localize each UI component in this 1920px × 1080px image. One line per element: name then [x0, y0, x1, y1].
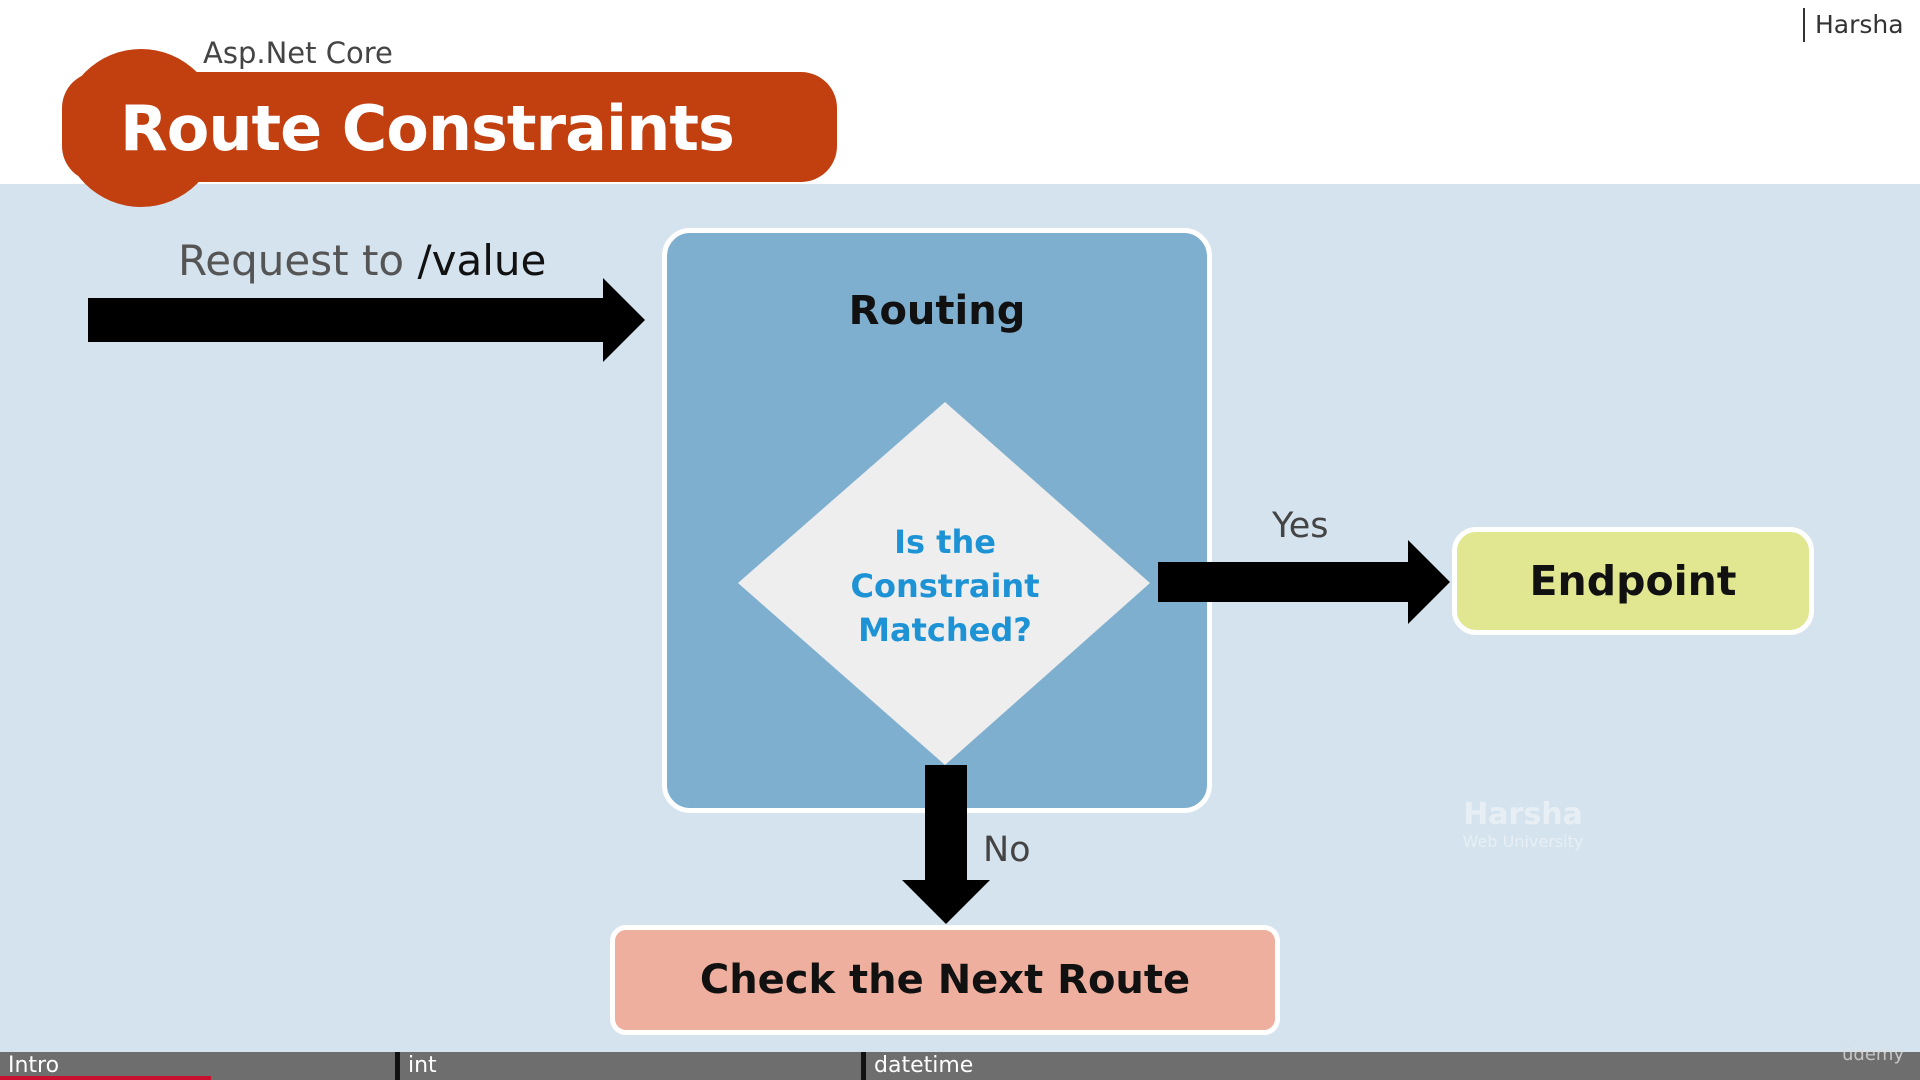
- decision-line: Constraint: [850, 567, 1040, 605]
- author-name: Harsha: [1803, 8, 1904, 42]
- routing-label: Routing: [848, 288, 1026, 334]
- course-subtitle: Asp.Net Core: [203, 36, 393, 70]
- decision-diamond: [738, 402, 1150, 765]
- request-arrow: [88, 278, 645, 362]
- chapter-divider: [861, 1052, 866, 1080]
- request-label: Request to /value: [178, 236, 546, 285]
- no-label: No: [983, 830, 1031, 870]
- next-route-box: Check the Next Route: [610, 925, 1280, 1035]
- watermark-name: Harsha: [1463, 797, 1583, 832]
- yes-label: Yes: [1272, 506, 1329, 546]
- decision-line: Matched?: [858, 611, 1032, 649]
- slide-title: Route Constraints: [120, 92, 735, 165]
- chapter-int[interactable]: int: [408, 1053, 437, 1078]
- decision-text: Is the Constraint Matched?: [825, 520, 1065, 652]
- title-banner-circle: [62, 49, 220, 207]
- request-path: /value: [417, 236, 547, 285]
- udemy-logo: ūdemy: [1842, 1044, 1905, 1065]
- chapter-intro[interactable]: Intro: [8, 1053, 60, 1078]
- chapter-divider: [395, 1052, 400, 1080]
- yes-arrow: [1158, 540, 1450, 624]
- progress-bar[interactable]: [0, 1076, 211, 1080]
- request-prefix: Request to: [178, 236, 418, 285]
- chapter-bar[interactable]: Intro int datetime: [0, 1052, 1920, 1080]
- watermark-logo: Harsha Web University: [1452, 798, 1594, 861]
- watermark-sub: Web University: [1462, 832, 1584, 851]
- no-arrow: [902, 765, 990, 924]
- endpoint-box: Endpoint: [1452, 527, 1814, 635]
- decision-line: Is the: [894, 523, 996, 561]
- chapter-datetime[interactable]: datetime: [874, 1053, 974, 1078]
